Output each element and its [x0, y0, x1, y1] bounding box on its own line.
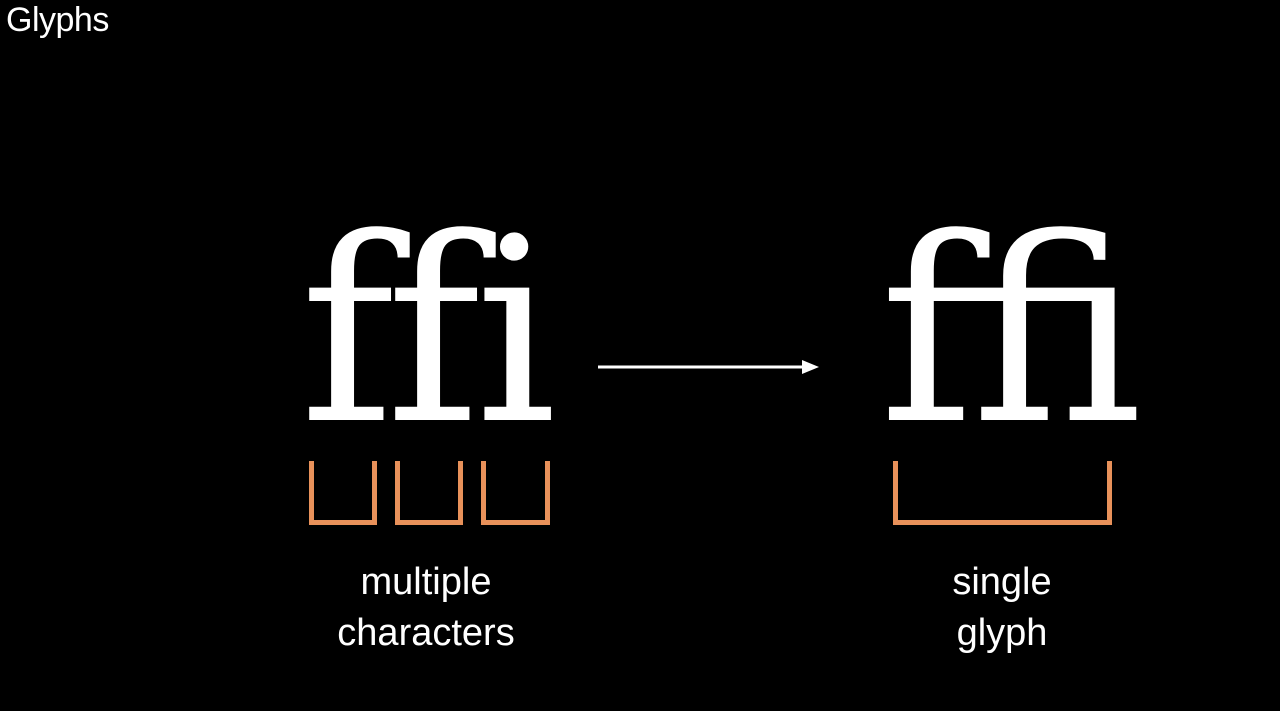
character-f-2: f [386, 184, 481, 481]
character-bracket-1 [309, 461, 377, 525]
slide-title: Glyphs [6, 1, 109, 39]
character-i: i [475, 184, 557, 481]
caption-line: glyph [956, 612, 1048, 654]
glyph-bracket [893, 461, 1112, 525]
ligature-ffi: ﬃ [880, 184, 1143, 481]
character-bracket-3 [481, 461, 550, 525]
characters-caption: multiple characters [266, 557, 586, 659]
character-f-1: f [300, 184, 395, 481]
caption-line: single [952, 561, 1052, 603]
caption-line: characters [337, 612, 515, 654]
arrow-right-icon [598, 360, 819, 374]
glyph-caption: single glyph [842, 557, 1162, 659]
character-bracket-2 [395, 461, 463, 525]
caption-line: multiple [360, 561, 492, 603]
